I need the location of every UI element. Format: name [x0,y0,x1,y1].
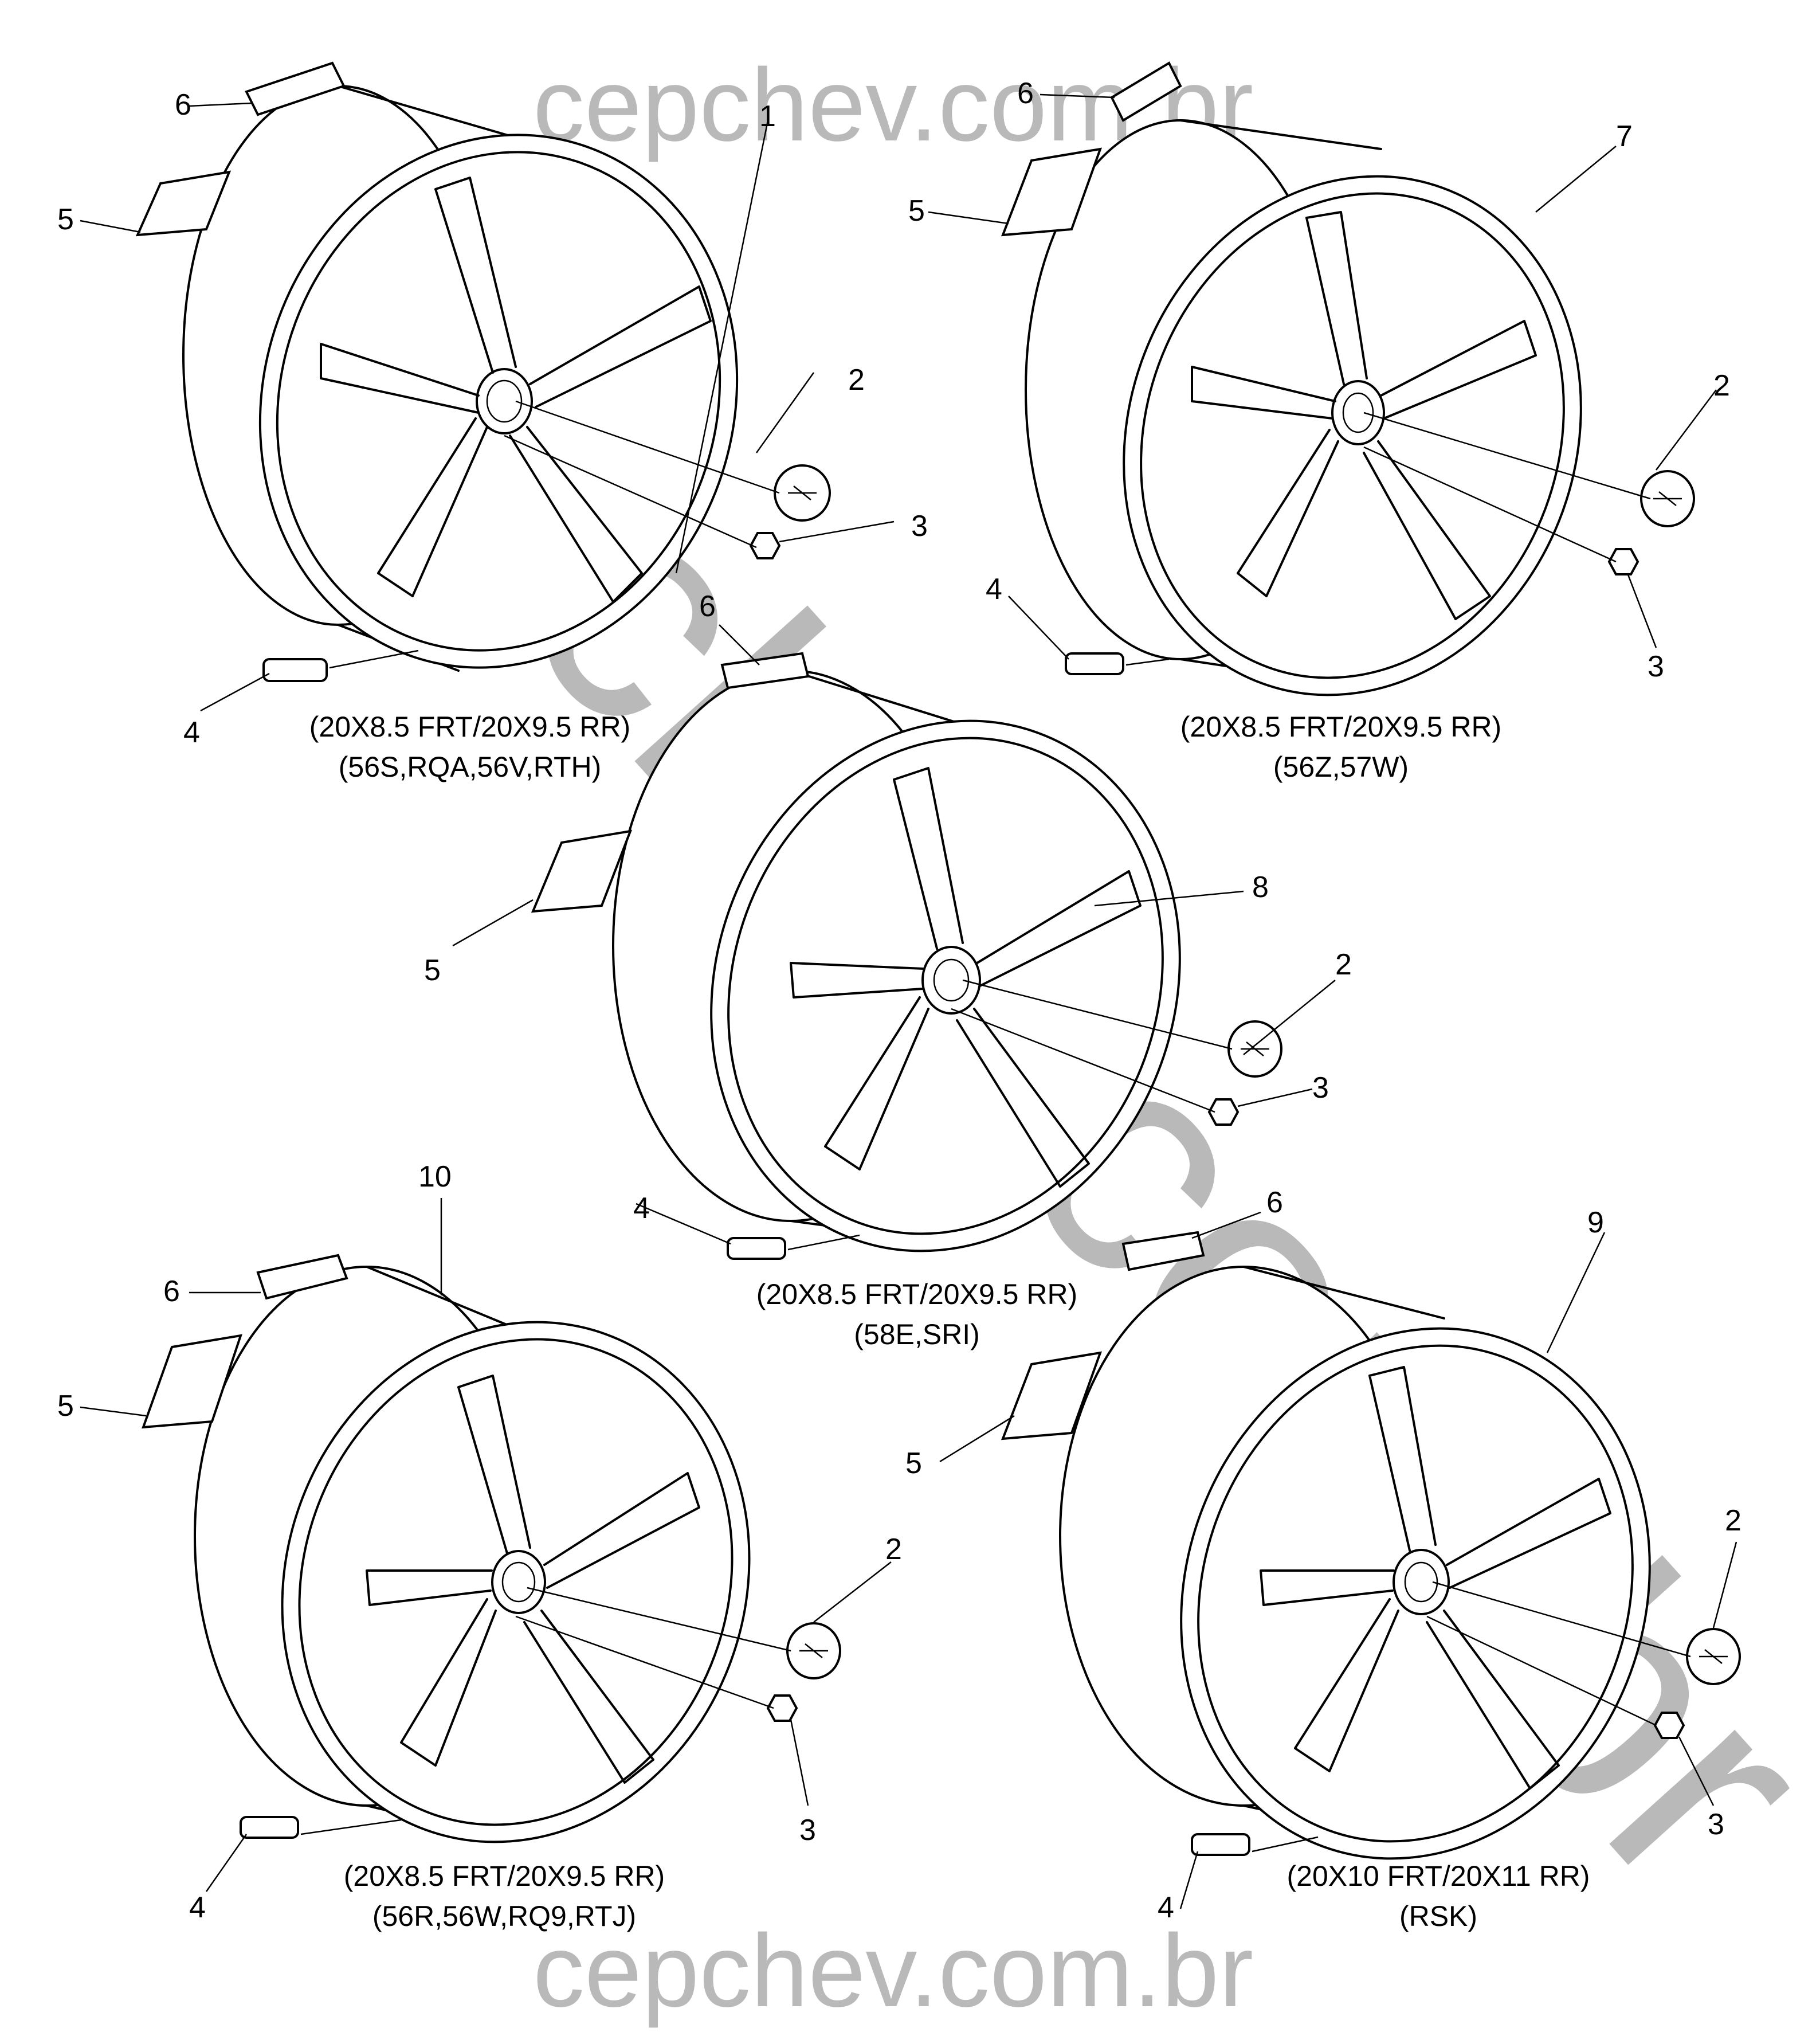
svg-text:6: 6 [1017,77,1034,110]
svg-text:6: 6 [699,590,716,623]
balance-weight-6e [1121,1231,1205,1271]
tpms-valve-4 [262,658,328,682]
center-cap-2 [774,464,831,522]
svg-text:5: 5 [57,1389,74,1423]
caption-wheel-8: (20X8.5 FRT/20X9.5 RR) (58E,SRI) [756,1278,1077,1350]
wheel-assembly-7: 6 5 7 2 3 4 [908,61,1730,696]
caption-wheel-10: (20X8.5 FRT/20X9.5 RR) (56R,56W,RQ9,RTJ) [344,1860,665,1932]
svg-text:2: 2 [1335,948,1352,981]
balance-weight-6c [720,652,810,690]
svg-text:4: 4 [986,573,1002,606]
svg-text:2: 2 [885,1533,902,1566]
svg-text:3: 3 [911,510,928,543]
svg-text:3: 3 [1648,650,1664,683]
caption-wheel-9-line1: (20X10 FRT/20X11 RR) [1287,1860,1590,1892]
lug-nut-3b [1607,548,1639,575]
balance-weight-6d [256,1254,348,1300]
wheel-1 [182,85,739,672]
svg-text:4: 4 [1158,1891,1174,1924]
svg-text:5: 5 [905,1447,922,1480]
wheel-assembly-1: 6 5 1 2 3 4 [57,61,928,749]
wheel-assembly-8: 6 5 8 2 3 4 [424,590,1352,1260]
label-5e [1001,1351,1103,1440]
svg-text:4: 4 [633,1192,650,1225]
label-5d [142,1334,242,1429]
caption-wheel-1-line2: (56S,RQA,56V,RTH) [339,751,602,783]
label-5 [135,170,232,237]
label-5c [531,829,633,913]
svg-text:3: 3 [1708,1808,1724,1841]
tpms-valve-4b [1065,652,1124,675]
wheel-assembly-10: 10 6 5 2 3 4 [57,1160,902,1924]
svg-text:5: 5 [57,203,74,236]
callout-1: 1 [759,100,776,133]
balance-weight-6b [1110,61,1182,122]
center-cap-2b [1640,470,1695,527]
caption-wheel-10-line1: (20X8.5 FRT/20X9.5 RR) [344,1860,665,1892]
center-cap-2e [1686,1628,1741,1685]
caption-wheel-7-line1: (20X8.5 FRT/20X9.5 RR) [1180,711,1501,743]
wheel-9 [1059,1266,1651,1860]
wheel-7 [1025,119,1582,696]
caption-wheel-8-line1: (20X8.5 FRT/20X9.5 RR) [756,1278,1077,1310]
caption-wheel-7: (20X8.5 FRT/20X9.5 RR) (56Z,57W) [1180,711,1501,783]
caption-wheel-1: (20X8.5 FRT/20X9.5 RR) (56S,RQA,56V,RTH) [309,711,630,783]
center-cap-2d [786,1622,841,1679]
balance-weight-6 [245,61,346,116]
caption-wheel-10-line2: (56R,56W,RQ9,RTJ) [372,1900,636,1932]
svg-text:2: 2 [1713,369,1730,402]
lug-nut-3 [749,532,781,559]
watermark-bottom: cepchev.com.br [533,1913,1253,2029]
label-5b [1001,147,1103,237]
tpms-valve-4d [240,1816,299,1839]
svg-text:2: 2 [1725,1504,1741,1537]
svg-text:4: 4 [189,1891,206,1924]
callout-8: 8 [1252,871,1269,904]
svg-text:5: 5 [908,194,925,228]
caption-wheel-7-line2: (56Z,57W) [1273,751,1409,783]
callout-10: 10 [418,1160,452,1193]
svg-text:6: 6 [1266,1186,1283,1219]
caption-wheel-9: (20X10 FRT/20X11 RR) (RSK) [1287,1860,1590,1932]
lug-nut-3d [766,1694,798,1722]
caption-wheel-9-line2: (RSK) [1399,1900,1477,1932]
svg-text:5: 5 [424,954,441,987]
wheel-10 [194,1266,751,1843]
svg-text:6: 6 [163,1275,180,1308]
svg-text:3: 3 [1312,1071,1329,1105]
caption-wheel-8-line2: (58E,SRI) [854,1318,980,1350]
tpms-valve-4c [727,1237,786,1260]
svg-text:2: 2 [848,363,865,397]
wheel-8 [612,669,1181,1252]
svg-text:6: 6 [175,88,191,122]
caption-wheel-1-line1: (20X8.5 FRT/20X9.5 RR) [309,711,630,743]
tpms-valve-4e [1191,1833,1250,1856]
lug-nut-3c [1207,1098,1240,1126]
callout-9: 9 [1587,1206,1604,1239]
wheel-assembly-9: 6 5 9 2 3 4 [905,1186,1741,1924]
callout-7: 7 [1616,120,1633,153]
svg-text:3: 3 [799,1814,816,1847]
lug-nut-3e [1653,1712,1685,1739]
svg-text:4: 4 [183,716,200,749]
